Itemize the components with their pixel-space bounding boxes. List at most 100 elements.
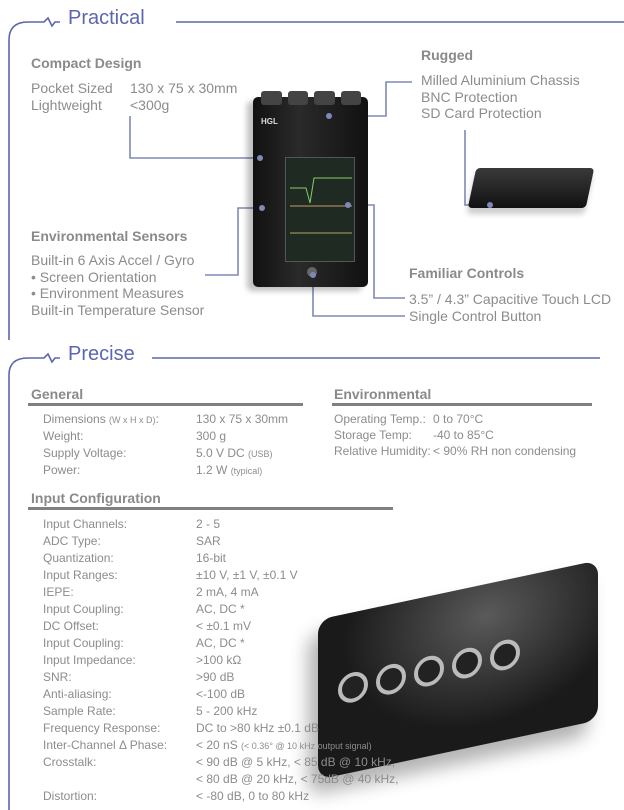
- spec-value: < 90% RH non condensing: [433, 444, 577, 458]
- callout-dot: [326, 113, 332, 119]
- spec-label: Crosstalk:: [43, 755, 97, 769]
- spec-row: Anti-aliasing: <-100 dB: [43, 686, 398, 703]
- section-title-precise: Precise: [68, 343, 135, 365]
- spec-row: Quantization: 16-bit: [43, 550, 398, 567]
- spec-value: 5.0 V DC (USB): [196, 446, 273, 460]
- list-item: 3.5” / 4.3” Capacitive Touch LCD: [409, 291, 612, 307]
- spec-label: Frequency Response:: [43, 721, 161, 735]
- environmental-spec-list: Operating Temp.: 0 to 70°C Storage Temp: -…: [334, 411, 576, 459]
- spec-row: Frequency Response: DC to >80 kHz ±0.1 dB: [43, 720, 398, 737]
- familiar-controls-heading: Familiar Controls: [409, 265, 525, 281]
- callout-dot: [345, 202, 351, 208]
- spec-row: Inter-Channel Δ Phase: < 20 nS (< 0.36° @…: [43, 737, 398, 754]
- spec-label: Pocket Sized: [31, 80, 113, 96]
- spec-value: 130 x 75 x 30mm: [196, 412, 289, 426]
- list-item: Single Control Button: [409, 307, 542, 324]
- spec-label: Input Impedance:: [43, 653, 136, 667]
- spec-row: Input Coupling: AC, DC *: [43, 601, 398, 618]
- spec-label: Weight:: [43, 429, 84, 443]
- spec-row: < 80 dB @ 20 kHz, < 75dB @ 40 kHz,: [43, 771, 398, 788]
- spec-row: Input Coupling: AC, DC *: [43, 635, 398, 652]
- section-title-practical: Practical: [68, 7, 145, 29]
- spec-value: <300g: [130, 96, 170, 113]
- callout-dot: [259, 205, 265, 211]
- list-item: BNC Protection: [421, 88, 518, 105]
- spec-value: 0 to 70°C: [433, 412, 484, 426]
- spec-value: ±10 V, ±1 V, ±0.1 V: [196, 568, 298, 582]
- spec-value: SAR: [196, 534, 221, 548]
- rugged-heading: Rugged: [421, 47, 474, 63]
- spec-label: ADC Type:: [43, 534, 101, 548]
- input-config-heading: Input Configuration: [31, 490, 161, 506]
- spec-label: IEPE:: [43, 585, 74, 599]
- spec-value: 5 - 200 kHz: [196, 704, 258, 718]
- list-item: Built-in Temperature Sensor: [31, 301, 205, 318]
- environmental-heading: Environmental: [334, 386, 432, 402]
- spec-row: SNR:>90 dB: [43, 669, 398, 686]
- general-heading: General: [31, 386, 84, 402]
- spec-value: < 90 dB @ 5 kHz, < 85 dB @ 10 kHz,: [196, 755, 396, 769]
- spec-value: 300 g: [196, 429, 227, 443]
- spec-value: 2 - 5: [196, 517, 221, 531]
- spec-label: Input Coupling:: [43, 602, 124, 616]
- box-device-image: [467, 168, 595, 208]
- familiar-controls-list: 3.5” / 4.3” Capacitive Touch LCD Single …: [409, 291, 611, 324]
- spec-row: Supply Voltage: 5.0 V DC (USB): [43, 445, 288, 462]
- spec-label: Inter-Channel Δ Phase:: [43, 738, 168, 752]
- spec-value: AC, DC *: [196, 602, 245, 616]
- spec-label: Dimensions (W x H x D):: [43, 412, 159, 426]
- spec-value: < 20 nS (< 0.36° @ 10 kHz output signal): [196, 738, 372, 752]
- list-item: Milled Aluminium Chassis: [421, 72, 580, 88]
- environmental-sensors-heading: Environmental Sensors: [31, 228, 188, 244]
- spec-row: Input Channels:2 - 5: [43, 516, 398, 533]
- spec-row: Distortion:< -80 dB, 0 to 80 kHz: [43, 788, 398, 805]
- spec-value: 2 mA, 4 mA: [196, 585, 259, 599]
- spec-row: Weight: 300 g: [43, 428, 288, 445]
- spec-label: Input Coupling:: [43, 636, 124, 650]
- spec-label: Power:: [43, 463, 81, 477]
- spec-label: Sample Rate:: [43, 704, 116, 718]
- callout-dot: [487, 202, 493, 208]
- spec-value: DC to >80 kHz ±0.1 dB: [196, 721, 319, 735]
- list-item: • Screen Orientation: [31, 268, 157, 285]
- spec-label: Input Ranges:: [43, 568, 118, 582]
- input-config-rule: [28, 507, 393, 510]
- spec-label: Storage Temp:: [334, 428, 412, 442]
- spec-label: Relative Humidity:: [334, 444, 431, 458]
- spec-label: Operating Temp.:: [334, 412, 426, 426]
- spec-label: Supply Voltage:: [43, 446, 127, 460]
- list-item: Built-in 6 Axis Accel / Gyro: [31, 252, 195, 268]
- spec-row: DC Offset: < ±0.1 mV: [43, 618, 398, 635]
- spec-value: 16-bit: [196, 551, 227, 565]
- spec-value: < ±0.1 mV: [196, 619, 251, 633]
- device-screen: [285, 157, 355, 262]
- spec-value: >100 kΩ: [196, 653, 242, 667]
- rugged-list: Milled Aluminium Chassis BNC Protection …: [421, 72, 580, 122]
- list-item: SD Card Protection: [421, 105, 542, 121]
- environmental-sensors-list: Built-in 6 Axis Accel / Gyro • Screen Or…: [31, 252, 205, 318]
- compact-design-heading: Compact Design: [31, 55, 142, 71]
- practical-bracket: [8, 16, 60, 340]
- spec-label: Quantization:: [43, 551, 114, 565]
- spec-value: 1.2 W (typical): [196, 463, 263, 477]
- spec-row: Input Ranges: ±10 V, ±1 V, ±0.1 V: [43, 567, 398, 584]
- spec-row: Dimensions (W x H x D): 130 x 75 x 30mm: [43, 411, 288, 428]
- spec-value: AC, DC *: [196, 636, 245, 650]
- spec-value: <-100 dB: [196, 687, 246, 701]
- spec-label: Distortion:: [43, 789, 98, 803]
- device-image: HGL: [253, 91, 368, 287]
- spec-row: Sample Rate: 5 - 200 kHz: [43, 703, 398, 720]
- device-logo: HGL: [261, 117, 278, 126]
- spec-value: >90 dB: [196, 670, 235, 684]
- spec-value: 130 x 75 x 30mm: [130, 80, 238, 96]
- general-rule: [28, 403, 303, 406]
- spec-row: IEPE: 2 mA, 4 mA: [43, 584, 398, 601]
- spec-label: DC Offset:: [43, 619, 99, 633]
- list-item: • Environment Measures: [31, 285, 184, 301]
- spec-label: Anti-aliasing:: [43, 687, 112, 701]
- bnc-connectors: [261, 91, 361, 105]
- spec-value: -40 to 85°C: [433, 428, 494, 442]
- callout-dot: [310, 272, 316, 278]
